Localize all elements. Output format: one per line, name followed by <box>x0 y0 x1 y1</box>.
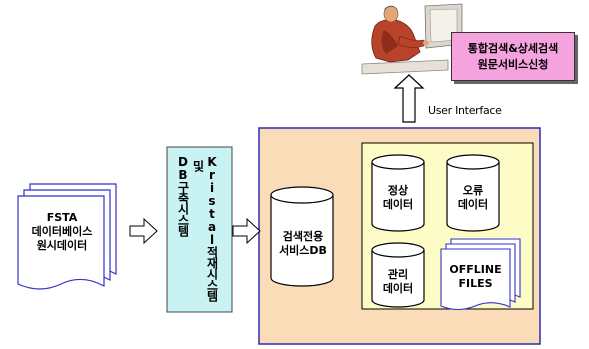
user-interface-label: User Interface <box>428 104 502 117</box>
up-arrow-icon <box>393 74 425 123</box>
source-docs-line1: FSTA <box>46 211 78 224</box>
right-arrow-icon <box>232 217 261 245</box>
user-at-computer-icon <box>361 3 463 75</box>
admin-data-line2: 데이터 <box>382 282 414 295</box>
error-data-label: 오류 데이터 <box>447 184 499 212</box>
offline-files-stack-icon <box>440 238 521 311</box>
search-db-cylinder-icon <box>270 186 334 287</box>
db-build-system-box <box>166 146 233 313</box>
source-docs-line3: 원시데이터 <box>36 239 88 252</box>
error-data-line2: 데이터 <box>457 198 489 211</box>
search-db-line1: 검색전용 <box>282 230 324 243</box>
source-docs-label: FSTA 데이터베이스 원시데이터 <box>20 211 104 253</box>
db-build-system-label-col2: 및 <box>191 160 205 171</box>
search-db-label: 검색전용 서비스DB <box>272 230 334 258</box>
right-arrow-icon <box>129 217 158 245</box>
normal-data-label: 정상 데이터 <box>372 184 424 212</box>
admin-data-cylinder-icon <box>371 242 425 308</box>
service-request-line1: 통합검색&상세검색 <box>467 41 559 55</box>
service-request-line2: 원문서비스신청 <box>477 57 549 71</box>
offline-files-line1: OFFLINE <box>449 263 502 276</box>
normal-data-line2: 데이터 <box>382 198 414 211</box>
source-document-stack-icon <box>17 183 117 290</box>
normal-data-cylinder-icon <box>371 154 425 232</box>
error-data-line1: 오류 <box>462 184 484 197</box>
offline-files-line2: FILES <box>458 277 493 290</box>
db-build-system-label-col1: Kristal적재시스템 <box>205 155 219 301</box>
admin-data-line1: 관리 <box>387 268 409 281</box>
db-build-system-label-col3: DB구축시스템 <box>176 155 190 236</box>
service-request-box: 통합검색&상세검색 원문서비스신청 <box>451 32 575 81</box>
offline-files-label: OFFLINE FILES <box>441 263 510 291</box>
normal-data-line1: 정상 <box>387 184 409 197</box>
search-db-line2: 서비스DB <box>279 244 327 257</box>
admin-data-label: 관리 데이터 <box>372 268 424 296</box>
error-data-cylinder-icon <box>446 154 500 232</box>
source-docs-line2: 데이터베이스 <box>31 225 93 238</box>
